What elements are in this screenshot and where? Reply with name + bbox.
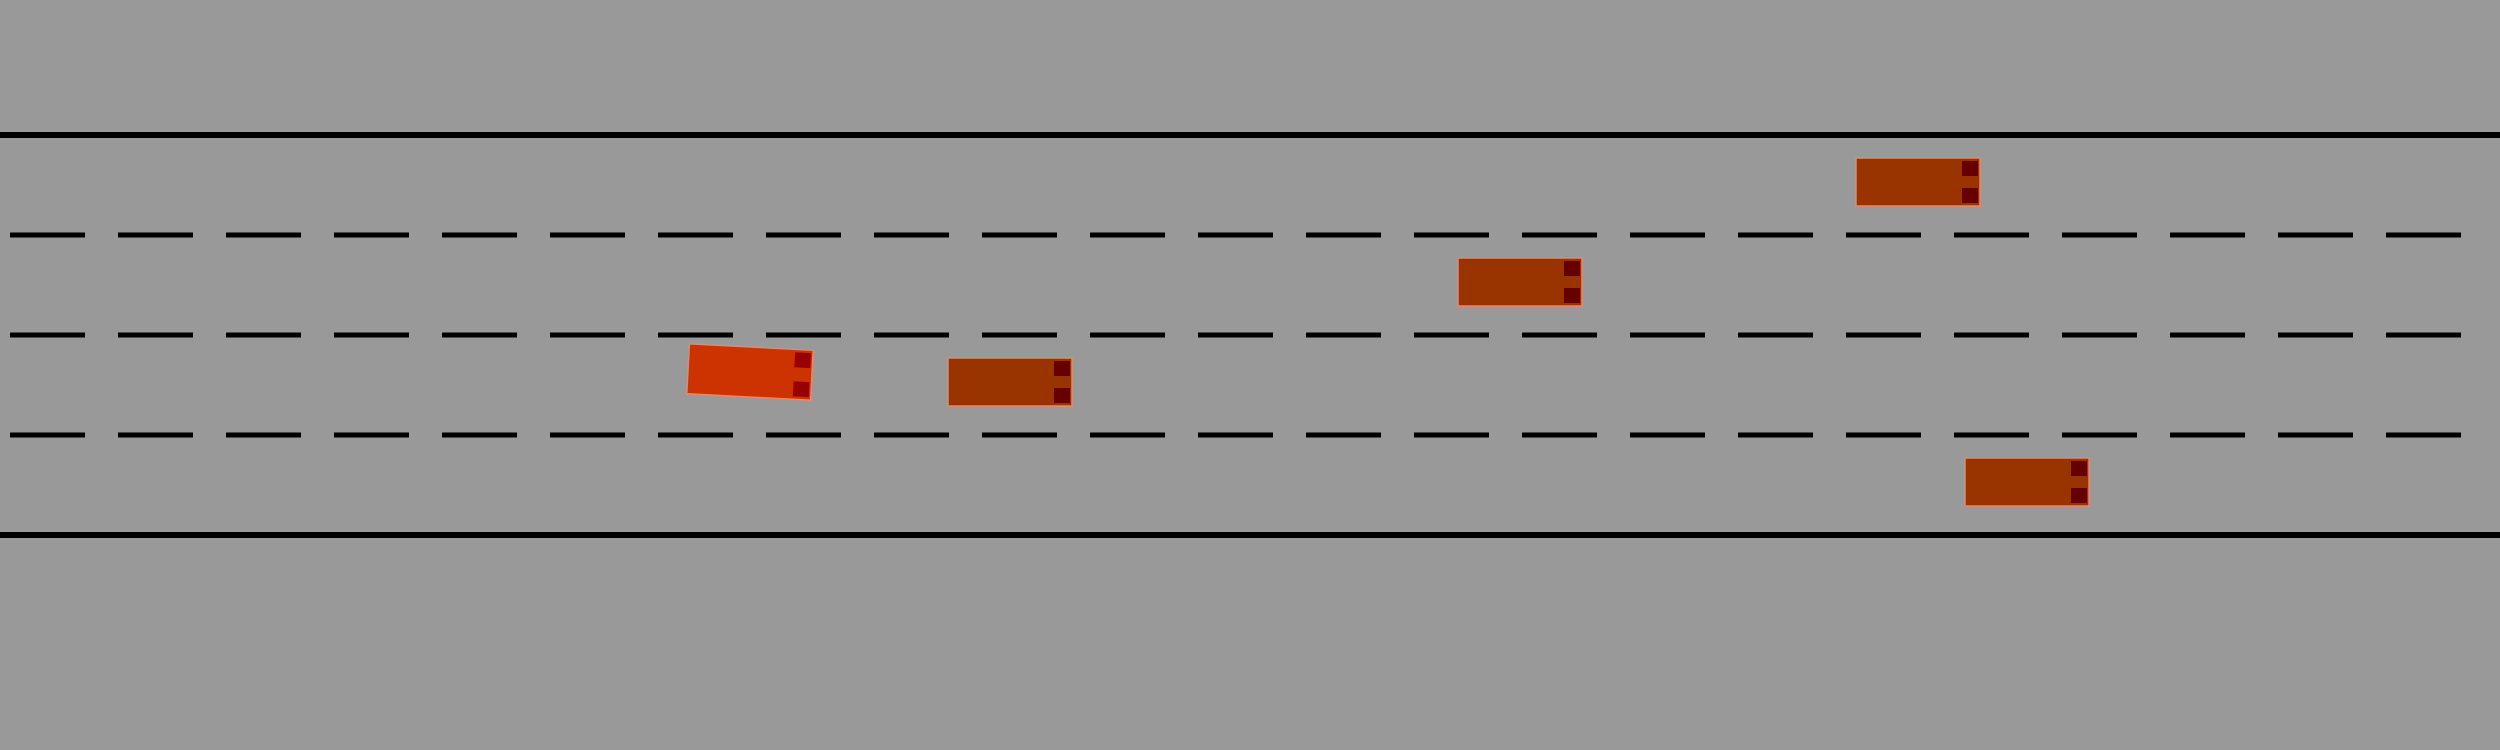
vehicle bbox=[1855, 157, 1981, 207]
ego-vehicle bbox=[685, 343, 815, 401]
headlight-left bbox=[1564, 261, 1580, 276]
headlight-right bbox=[1564, 288, 1580, 303]
headlight-right bbox=[1962, 188, 1978, 203]
vehicle-body bbox=[685, 343, 815, 401]
headlight-left bbox=[1054, 361, 1070, 376]
vehicle-body bbox=[1855, 157, 1981, 207]
vehicle-body bbox=[947, 357, 1073, 407]
headlight-left bbox=[1962, 161, 1978, 176]
headlight-right bbox=[792, 381, 810, 398]
vehicle bbox=[1964, 457, 2090, 507]
vehicle bbox=[1457, 257, 1583, 307]
headlight-right bbox=[2071, 488, 2087, 503]
vehicle bbox=[947, 357, 1073, 407]
vehicles bbox=[685, 157, 2090, 507]
vehicle-body bbox=[1457, 257, 1583, 307]
headlight-right bbox=[1054, 388, 1070, 403]
road bbox=[0, 132, 2500, 538]
vehicle-body bbox=[1964, 457, 2090, 507]
headlight-left bbox=[2071, 461, 2087, 476]
headlight-left bbox=[794, 352, 812, 369]
